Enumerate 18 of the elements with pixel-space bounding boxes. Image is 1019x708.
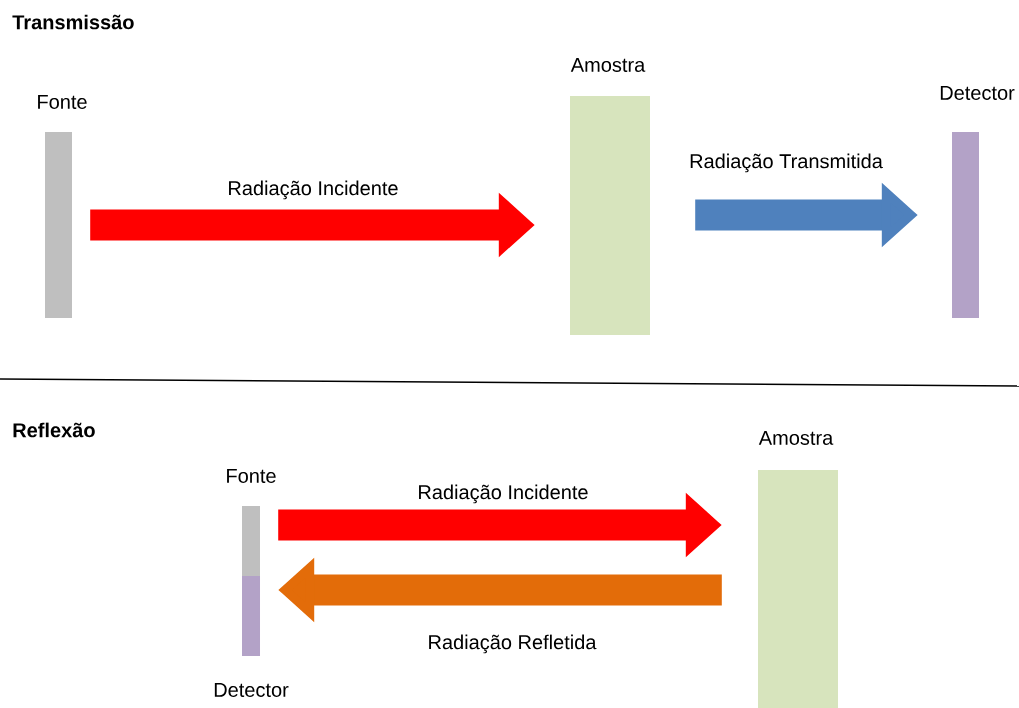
bar: Detector xyxy=(940,86,1015,318)
edge-label: Radiação Transmitida xyxy=(690,153,883,173)
node-label: Amostra xyxy=(570,58,646,72)
bar: Detector xyxy=(214,576,289,697)
node-label: Fonte xyxy=(227,469,276,483)
bar: Amostra xyxy=(570,58,650,335)
node-label: Fonte xyxy=(38,95,87,109)
section-heading: Transmissão xyxy=(12,14,134,30)
edge-label: Radiação Incidente xyxy=(229,180,398,200)
section-heading: Reflexão xyxy=(13,422,95,438)
bar: Fonte xyxy=(38,95,87,318)
bar: Fonte xyxy=(227,469,276,576)
edge-label: Radiação Incidente xyxy=(419,484,588,504)
node-label: Detector xyxy=(214,683,289,697)
bar: Amostra xyxy=(758,431,838,708)
edge-label: Radiação Refletida xyxy=(429,634,597,654)
node-label: Detector xyxy=(940,86,1015,100)
node-label: Amostra xyxy=(758,431,834,445)
